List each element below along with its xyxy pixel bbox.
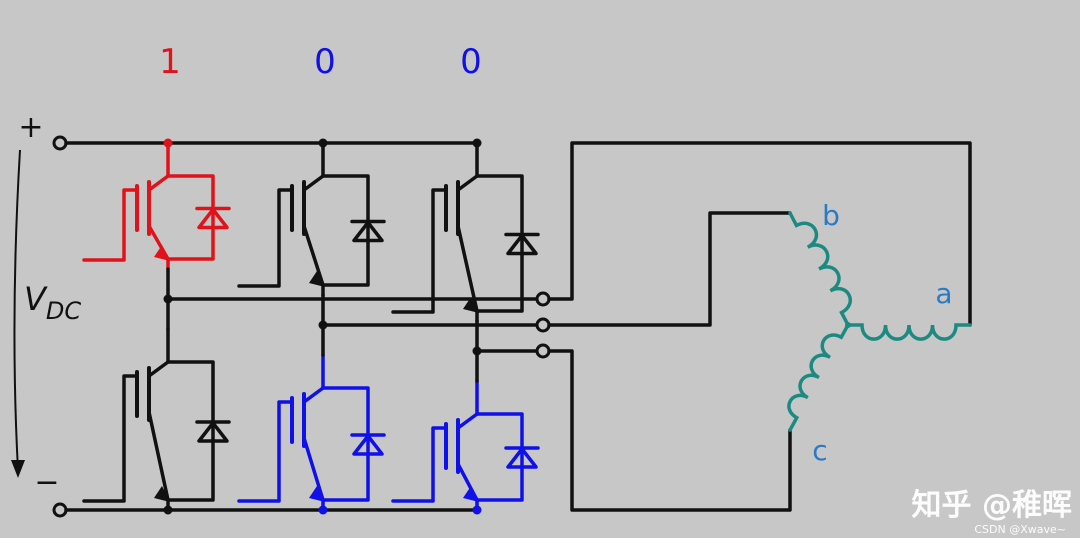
lower-switch-leg-2-emitter-leg <box>302 436 325 502</box>
leg-2-mid-junction <box>318 320 328 330</box>
labels-layer: 1 0 0 + − VDC a b c <box>18 42 952 500</box>
lower-switch-leg-1-emitter-arrow <box>154 486 170 502</box>
leg-1-top-junction <box>163 138 173 148</box>
upper-switch-leg-2-gate-wire <box>237 188 294 288</box>
csdn-watermark: CSDN @Xwave~ <box>974 523 1066 536</box>
leg-2-bottom-junction <box>318 505 328 515</box>
switches-layer <box>82 138 540 515</box>
negative-terminal-label: − <box>34 465 59 500</box>
neutral-point <box>845 322 851 328</box>
lower-switch-leg-2-collector-leg <box>302 386 325 404</box>
upper-switch-leg-1-collector-leg <box>147 174 170 192</box>
phase-a-feed-wire <box>547 141 972 327</box>
dc-positive-terminal <box>52 135 68 151</box>
upper-switch-leg-1 <box>82 141 231 271</box>
phase-c-label: c <box>812 434 827 467</box>
phase-b-feed-wire <box>547 211 792 327</box>
lower-switch-leg-2-emitter-arrow <box>309 486 325 502</box>
lower-switch-leg-2-gate-wire <box>237 400 294 503</box>
leg-2-top-junction <box>318 138 328 148</box>
upper-switch-leg-3 <box>391 141 540 323</box>
upper-switch-leg-1-gate-wire <box>82 188 139 262</box>
zhihu-watermark: 知乎 @稚晖 <box>911 488 1072 523</box>
upper-switch-leg-3-emitter-leg <box>456 224 479 313</box>
upper-switch-leg-1-diode-triangle <box>197 207 229 230</box>
lower-switch-leg-1-gate-wire <box>82 374 139 503</box>
lower-switch-leg-3-collector-leg <box>456 412 479 430</box>
dc-negative-terminal <box>52 502 68 518</box>
lower-switch-leg-3-diode-loop <box>475 412 524 502</box>
lower-switch-leg-3-emitter-arrow <box>463 486 479 502</box>
upper-switch-leg-3-diode-loop <box>475 174 524 313</box>
vdc-voltage-arrow <box>13 149 21 471</box>
lower-switch-leg-1 <box>82 327 231 512</box>
phase-c-feed-wire <box>547 349 792 512</box>
lower-switch-leg-3-diode-triangle <box>506 447 538 469</box>
leg-1-mid-junction <box>163 294 173 304</box>
winding-phase-c <box>787 323 850 432</box>
output-terminal-1 <box>535 291 551 307</box>
upper-switch-leg-1-emitter-arrow <box>154 245 170 261</box>
lower-switch-leg-1-emitter-leg <box>147 410 170 502</box>
upper-switch-leg-2-diode-loop <box>321 174 370 287</box>
leg-3-bottom-junction <box>472 505 482 515</box>
lower-switch-leg-3-gate-wire <box>391 426 448 503</box>
output-terminal-2 <box>535 317 551 333</box>
upper-switch-leg-3-collector-leg <box>456 174 479 192</box>
lower-switch-leg-2-diode-loop <box>321 386 370 502</box>
leg-1-bottom-junction <box>163 505 173 515</box>
switch-state-leg-2: 0 <box>314 42 336 82</box>
lower-switch-leg-2-diode-triangle <box>352 434 384 456</box>
phase-a-label: a <box>935 277 952 310</box>
upper-switch-leg-1-diode-loop <box>166 174 215 261</box>
output-terminal-3 <box>535 343 551 359</box>
winding-phase-a <box>846 323 972 341</box>
upper-switch-leg-2 <box>237 141 386 297</box>
upper-switch-leg-3-emitter-arrow <box>463 297 479 313</box>
vdc-label: VDC <box>24 280 81 325</box>
upper-switch-leg-2-collector-leg <box>302 174 325 192</box>
vdc-label-main: V <box>24 280 48 318</box>
wires-layer <box>11 135 972 518</box>
upper-switch-leg-2-diode-triangle <box>352 220 384 243</box>
lower-switch-leg-2 <box>237 353 386 512</box>
phase-b-label: b <box>822 199 840 232</box>
lower-switch-leg-1-collector-leg <box>147 360 170 378</box>
leg-3-top-junction <box>472 138 482 148</box>
lower-switch-leg-1-diode-triangle <box>197 421 229 443</box>
upper-switch-leg-3-gate-wire <box>391 188 448 314</box>
positive-terminal-label: + <box>18 110 43 145</box>
upper-switch-leg-3-diode-triangle <box>506 233 538 256</box>
vdc-arrow-head <box>11 460 25 478</box>
upper-switch-leg-2-emitter-leg <box>302 224 325 287</box>
lower-switch-leg-1-diode-loop <box>166 360 215 502</box>
switch-state-leg-3: 0 <box>460 42 482 82</box>
motor-windings <box>787 211 972 432</box>
switch-state-leg-1: 1 <box>159 42 181 82</box>
vdc-label-sub: DC <box>46 297 81 325</box>
upper-switch-leg-2-emitter-arrow <box>309 271 325 287</box>
lower-switch-leg-3 <box>391 379 540 512</box>
leg-3-mid-junction <box>472 346 482 356</box>
winding-phase-b <box>788 211 852 327</box>
